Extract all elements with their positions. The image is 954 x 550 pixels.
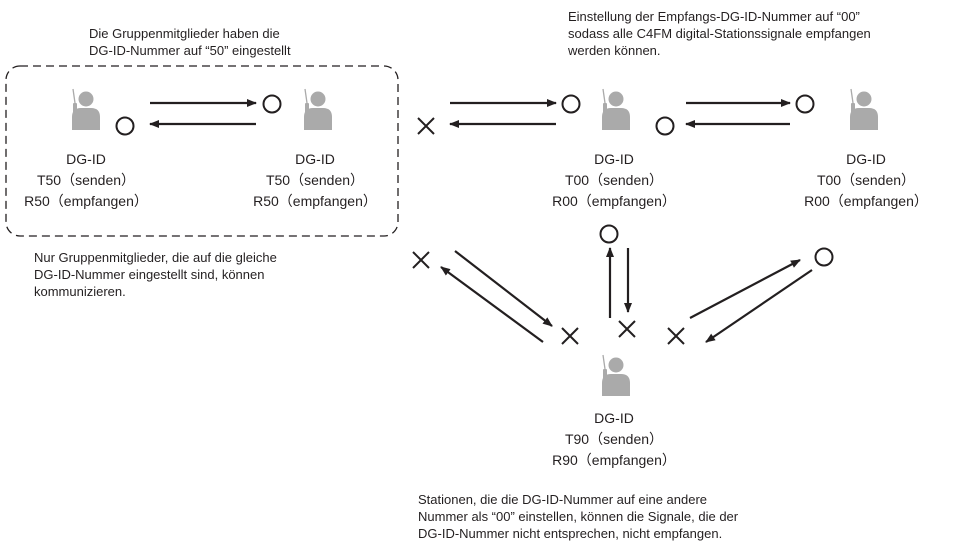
station-receive: R50（empfangen）	[253, 193, 377, 209]
circle-icon	[655, 116, 675, 136]
note-receive-00-line-1: Einstellung der Empfangs-DG-ID-Nummer au…	[568, 9, 860, 24]
person-with-radio-icon	[304, 88, 332, 130]
station-label-5: DG-ID T90（senden） R90（empfangen）	[529, 408, 699, 471]
station-label-3: DG-ID T00（senden） R00（empfangen）	[529, 149, 699, 212]
cross-icon	[667, 327, 685, 345]
circle-icon	[814, 247, 834, 267]
note-group-top-line-1: Die Gruppenmitglieder haben die	[89, 26, 280, 41]
station-receive: R00（empfangen）	[552, 193, 676, 209]
note-group-bottom-line-1: Nur Gruppenmitglieder, die auf die gleic…	[34, 250, 277, 265]
station-label-2: DG-ID T50（senden） R50（empfangen）	[230, 149, 400, 212]
circle-icon	[561, 94, 581, 114]
note-other-number-line-2: Nummer als “00” einstellen, können die S…	[418, 509, 739, 524]
station-receive: R50（empfangen）	[24, 193, 148, 209]
note-other-number-line-3: DG-ID-Nummer nicht entsprechen, nicht em…	[418, 526, 723, 541]
note-receive-00-line-2: sodass alle C4FM digital-Stationssignale…	[568, 26, 871, 41]
cross-icon	[618, 320, 636, 338]
arrow-s5-up-to-left	[440, 266, 544, 343]
person-with-radio-icon	[602, 354, 630, 396]
note-group-top: Die Gruppenmitglieder haben die DG-ID-Nu…	[89, 25, 291, 59]
circle-icon	[262, 94, 282, 114]
note-other-number: Stationen, die die DG-ID-Nummer auf eine…	[418, 491, 738, 542]
person-with-radio-icon	[850, 88, 878, 130]
station-transmit: T50（senden）	[36, 172, 136, 188]
station-title: DG-ID	[594, 410, 634, 426]
note-group-bottom-line-3: kommunizieren.	[34, 284, 126, 299]
arrow-s5-up-to-right	[689, 259, 801, 319]
station-title: DG-ID	[594, 151, 634, 167]
cross-icon	[412, 251, 430, 269]
station-label-1: DG-ID T50（senden） R50（empfangen）	[1, 149, 171, 212]
circle-icon	[599, 224, 619, 244]
station-transmit: T00（senden）	[564, 172, 664, 188]
note-group-bottom: Nur Gruppenmitglieder, die auf die gleic…	[34, 249, 277, 300]
note-group-top-line-2: DG-ID-Nummer auf “50” eingestellt	[89, 43, 291, 58]
station-transmit: T50（senden）	[265, 172, 365, 188]
note-other-number-line-1: Stationen, die die DG-ID-Nummer auf eine…	[418, 492, 708, 507]
station-transmit: T00（senden）	[816, 172, 916, 188]
arrow-right-down-to-s5	[705, 269, 813, 343]
circle-icon	[795, 94, 815, 114]
circle-icon	[115, 116, 135, 136]
station-transmit: T90（senden）	[564, 431, 664, 447]
cross-icon	[417, 117, 435, 135]
station-title: DG-ID	[295, 151, 335, 167]
station-title: DG-ID	[846, 151, 886, 167]
group-dashed-box	[5, 65, 399, 237]
station-title: DG-ID	[66, 151, 106, 167]
person-with-radio-icon	[72, 88, 100, 130]
person-with-radio-icon	[602, 88, 630, 130]
note-receive-00: Einstellung der Empfangs-DG-ID-Nummer au…	[568, 8, 871, 59]
station-receive: R00（empfangen）	[804, 193, 928, 209]
arrow-left-down-to-s5	[454, 250, 553, 327]
station-label-4: DG-ID T00（senden） R00（empfangen）	[781, 149, 951, 212]
cross-icon	[561, 327, 579, 345]
note-receive-00-line-3: werden können.	[568, 43, 661, 58]
note-group-bottom-line-2: DG-ID-Nummer eingestellt sind, können	[34, 267, 265, 282]
station-receive: R90（empfangen）	[552, 452, 676, 468]
